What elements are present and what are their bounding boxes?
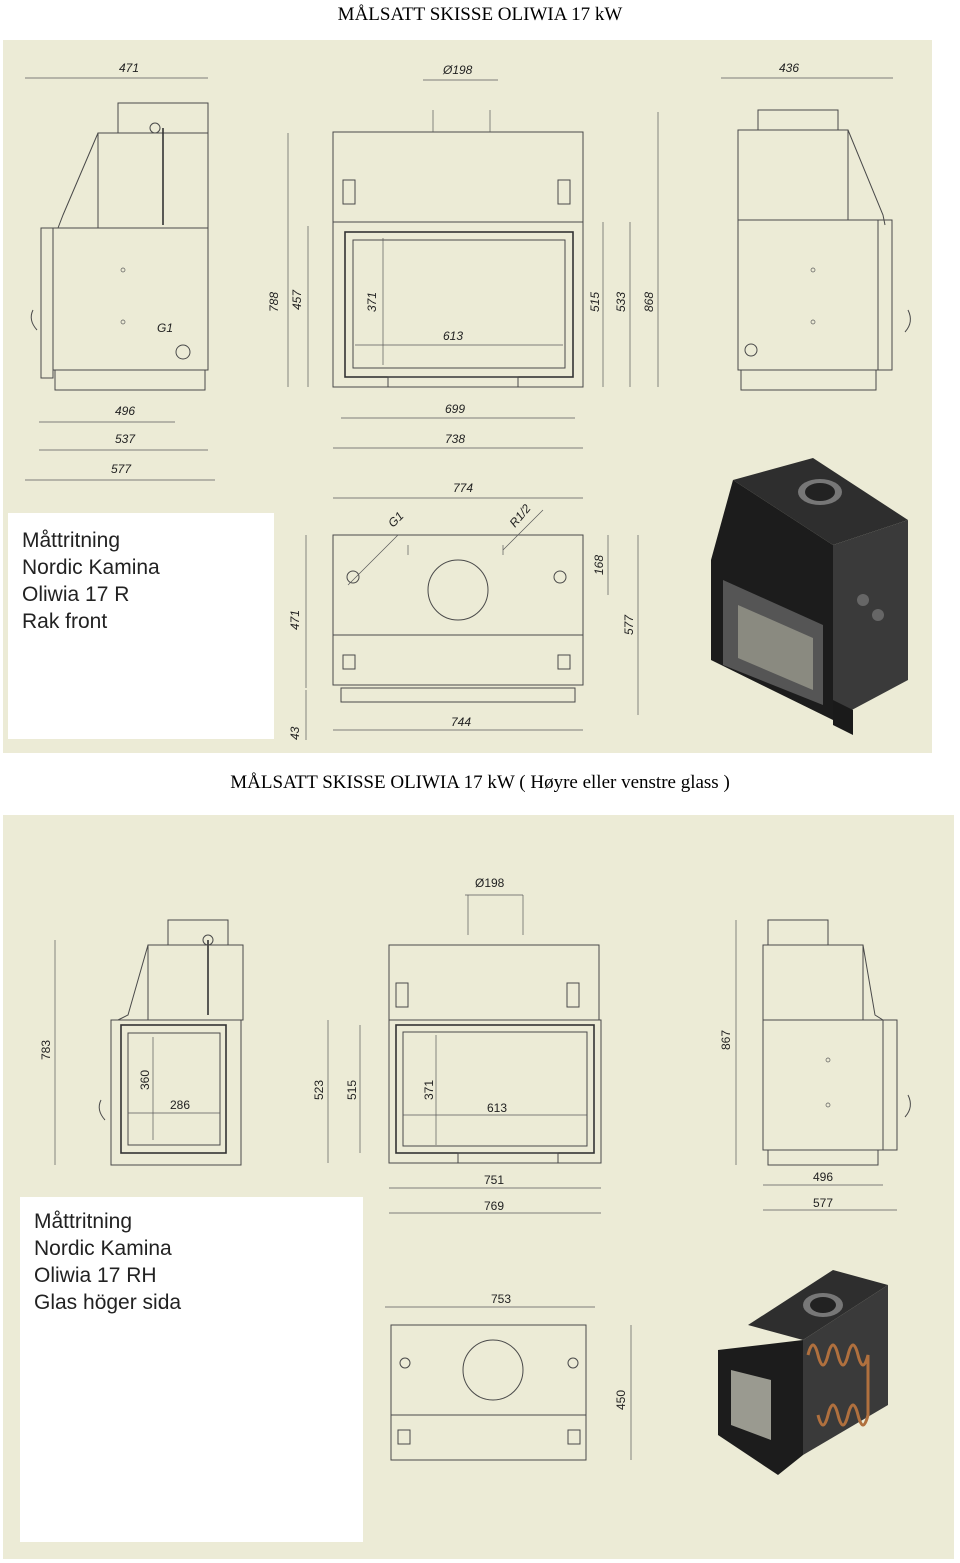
side-view-glass	[98, 919, 244, 1166]
dim-457: 457	[290, 289, 304, 310]
dim-753: 753	[491, 1292, 511, 1306]
front-view-2	[388, 895, 602, 1164]
stove-3d-render-2	[718, 1270, 888, 1475]
dim-577-top: 577	[622, 614, 636, 635]
dim-868: 868	[642, 292, 656, 312]
dim-613-2: 613	[487, 1101, 507, 1115]
dim-537: 537	[115, 432, 136, 446]
drawing-sheet-oliwia-17-r: 471 496 537 577 G1 Ø198 788	[3, 40, 932, 753]
dim-360: 360	[138, 1070, 152, 1090]
dim-577: 577	[111, 462, 132, 476]
side-view-left	[30, 102, 209, 391]
technical-drawing-2: 783 360 286 Ø198 523 515 371	[39, 876, 911, 1475]
dim-496-2: 496	[813, 1170, 833, 1184]
side-view-right: 436	[721, 61, 911, 391]
page-title-top: MÅLSATT SKISSE OLIWIA 17 kW	[337, 4, 623, 25]
dim-738: 738	[445, 432, 465, 446]
dim-533: 533	[614, 292, 628, 312]
dim-783: 783	[39, 1040, 53, 1060]
dim-774: 774	[453, 481, 473, 495]
dim-471: 471	[119, 61, 139, 75]
dim-371-2: 371	[422, 1080, 436, 1100]
dim-515-2: 515	[345, 1080, 359, 1100]
dim-371: 371	[365, 292, 379, 312]
front-view	[332, 110, 584, 388]
dim-867: 867	[719, 1030, 733, 1050]
dim-613: 613	[443, 329, 463, 343]
dim-751: 751	[484, 1173, 504, 1187]
label-line: Oliwia 17 R	[22, 583, 130, 606]
label-box-2: Måttritning Nordic Kamina Oliwia 17 RH G…	[20, 1197, 363, 1542]
label-line: Oliwia 17 RH	[34, 1264, 157, 1287]
side-view-right-2: 867 496 577	[719, 919, 911, 1211]
dim-168: 168	[592, 555, 606, 575]
dim-699: 699	[445, 402, 465, 416]
dim-d198-2: Ø198	[475, 876, 505, 890]
dim-577-2: 577	[813, 1196, 833, 1210]
label-line: Måttritning	[34, 1210, 133, 1233]
dim-496: 496	[115, 404, 135, 418]
front-view-2-dimensions: Ø198 523 515 371 613 751 769	[312, 876, 601, 1214]
label-line: Nordic Kamina	[22, 556, 160, 579]
side-view-dimensions: 471 496 537 577 G1	[25, 61, 215, 481]
label-line: Rak front	[22, 610, 108, 633]
page-title-bottom: MÅLSATT SKISSE OLIWIA 17 kW ( Høyre elle…	[230, 772, 730, 793]
dim-788: 788	[267, 292, 281, 312]
dim-43: 43	[288, 726, 302, 740]
dim-g1-top: G1	[385, 509, 406, 530]
label-box-1: Måttritning Nordic Kamina Oliwia 17 R Ra…	[8, 513, 274, 739]
label-line: Måttritning	[22, 529, 121, 552]
label-line: Glas höger sida	[34, 1291, 182, 1314]
dim-g1: G1	[157, 321, 173, 335]
drawing-sheet-oliwia-17-rh: 783 360 286 Ø198 523 515 371	[3, 815, 954, 1559]
dim-769: 769	[484, 1199, 504, 1213]
top-view	[332, 534, 584, 703]
dim-471-top: 471	[288, 610, 302, 630]
front-view-dimensions: Ø198 788 457 371 613 515 533 868 699 738	[267, 63, 659, 449]
dim-286: 286	[170, 1098, 190, 1112]
dim-r12: R1/2	[507, 501, 534, 530]
dim-450: 450	[614, 1390, 628, 1410]
dim-744: 744	[451, 715, 471, 729]
label-line: Nordic Kamina	[34, 1237, 172, 1260]
dim-d198: Ø198	[442, 63, 473, 77]
side-view-glass-dimensions: 783 360 286	[39, 940, 220, 1165]
dim-436: 436	[779, 61, 799, 75]
dim-515: 515	[588, 292, 602, 312]
dim-523: 523	[312, 1080, 326, 1100]
top-view-dimensions: 774 G1 R1/2 168 471 577 43 744	[288, 481, 639, 740]
technical-drawing-1: 471 496 537 577 G1 Ø198 788	[25, 61, 911, 740]
top-view-2: 753 450	[385, 1292, 632, 1461]
stove-3d-render	[711, 458, 908, 735]
